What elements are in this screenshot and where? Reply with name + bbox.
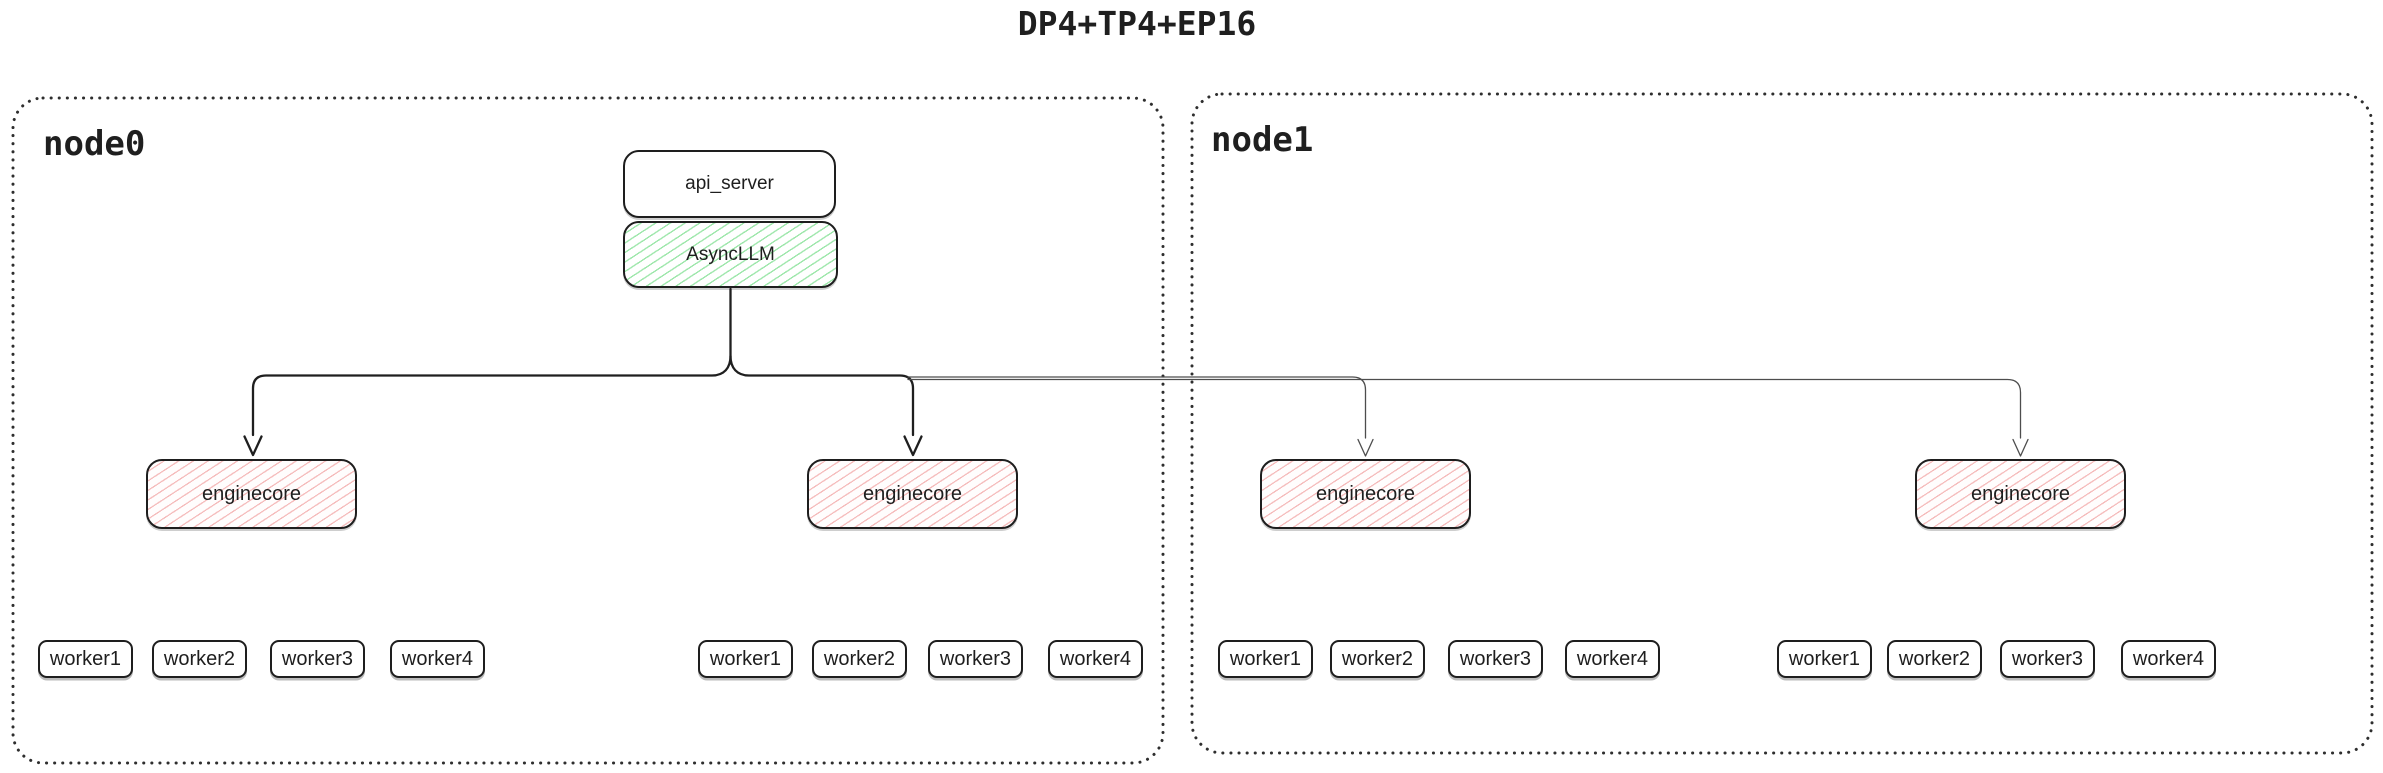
worker-label: worker4 [1576, 647, 1649, 670]
enginecore-node-2: enginecore [807, 459, 1018, 529]
asyncllm-node: AsyncLLM [623, 221, 838, 288]
enginecore-label: enginecore [202, 482, 301, 505]
worker-node: worker2 [812, 640, 907, 678]
edge-asyncllm-to-enginecore-3 [907, 376, 1367, 439]
api-server-label: api_server [685, 173, 774, 194]
worker-label: worker1 [1229, 647, 1302, 670]
worker-node: worker3 [2000, 640, 2095, 678]
node1-label: node1 [1211, 120, 1314, 160]
node1-container-border [1190, 92, 2374, 755]
worker-node: worker4 [1048, 640, 1143, 678]
api-server-node: api_server [623, 150, 836, 218]
worker-label: worker1 [1788, 647, 1861, 670]
worker-label: worker3 [2011, 647, 2084, 670]
arrowhead-enginecore-3 [1357, 438, 1374, 457]
worker-label: worker4 [2132, 647, 2205, 670]
worker-node: worker4 [1565, 640, 1660, 678]
arrowhead-enginecore-2 [903, 435, 923, 457]
worker-label: worker2 [1898, 647, 1971, 670]
worker-node: worker3 [928, 640, 1023, 678]
worker-node: worker1 [698, 640, 793, 678]
edge-asyncllm-to-enginecore-2 [729, 354, 915, 437]
worker-node: worker2 [1330, 640, 1425, 678]
worker-node: worker1 [38, 640, 133, 678]
worker-label: worker3 [281, 647, 354, 670]
worker-node: worker1 [1218, 640, 1313, 678]
edge-asyncllm-to-enginecore-4 [907, 378, 2022, 439]
worker-node: worker3 [270, 640, 365, 678]
worker-label: worker2 [823, 647, 896, 670]
asyncllm-label: AsyncLLM [686, 243, 775, 265]
enginecore-node-4: enginecore [1915, 459, 2126, 529]
enginecore-label: enginecore [1971, 482, 2070, 505]
worker-node: worker4 [2121, 640, 2216, 678]
worker-label: worker3 [1459, 647, 1532, 670]
enginecore-node-3: enginecore [1260, 459, 1471, 529]
worker-node: worker3 [1448, 640, 1543, 678]
worker-node: worker4 [390, 640, 485, 678]
arrowhead-enginecore-4 [2012, 438, 2029, 457]
worker-node: worker2 [1887, 640, 1982, 678]
worker-label: worker2 [1341, 647, 1414, 670]
worker-label: worker1 [709, 647, 782, 670]
node0-label: node0 [43, 124, 146, 164]
worker-label: worker4 [401, 647, 474, 670]
worker-label: worker3 [939, 647, 1012, 670]
arrowhead-enginecore-1 [243, 435, 263, 457]
node0-container-border [11, 96, 1165, 765]
enginecore-label: enginecore [1316, 482, 1415, 505]
worker-label: worker2 [163, 647, 236, 670]
worker-label: worker4 [1059, 647, 1132, 670]
worker-node: worker2 [152, 640, 247, 678]
diagram-title: DP4+TP4+EP16 [1017, 4, 1257, 43]
worker-node: worker1 [1777, 640, 1872, 678]
worker-label: worker1 [49, 647, 122, 670]
enginecore-label: enginecore [863, 482, 962, 505]
edge-asyncllm-to-enginecore-1 [251, 287, 732, 437]
enginecore-node-1: enginecore [146, 459, 357, 529]
